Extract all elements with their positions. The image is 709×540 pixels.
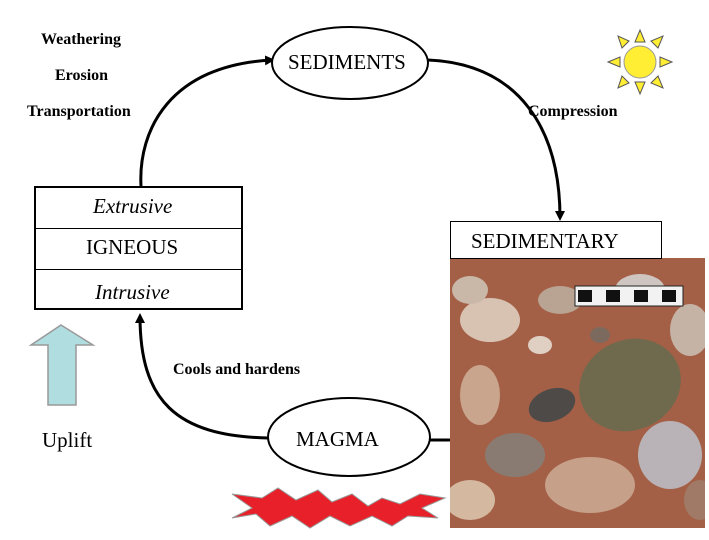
extrusive-label: Extrusive [93,194,173,218]
arrow-magma-to-igneous [135,313,269,440]
magma-node-label: MAGMA [296,427,379,451]
sedimentary-box [450,221,662,259]
sedimentary-node-label: SEDIMENTARY [471,229,619,253]
sun-icon [606,28,674,96]
up-arrow-icon [28,324,96,406]
transportation-label: Transportation [27,103,131,120]
sediments-node-outline [271,26,429,100]
sediments-node-label: SEDIMENTS [288,50,406,74]
igneous-divider-top [36,228,241,229]
heat-burst-icon [231,487,447,529]
erosion-label: Erosion [55,67,109,84]
intrusive-label: Intrusive [95,280,170,304]
arrow-sediments-to-sedimentary [427,58,565,221]
magma-node-outline [267,397,431,477]
arrow-igneous-to-sediments [139,55,275,187]
conglomerate-rock-photo [450,258,705,528]
cools-and-hardens-label: Cools and hardens [173,361,301,378]
igneous-divider-bottom [36,269,241,270]
igneous-box [34,186,243,310]
compression-label: Compression [528,103,618,120]
weathering-label: Weathering [41,31,121,48]
uplift-label: Uplift [42,428,93,452]
igneous-node-label: IGNEOUS [86,235,179,259]
